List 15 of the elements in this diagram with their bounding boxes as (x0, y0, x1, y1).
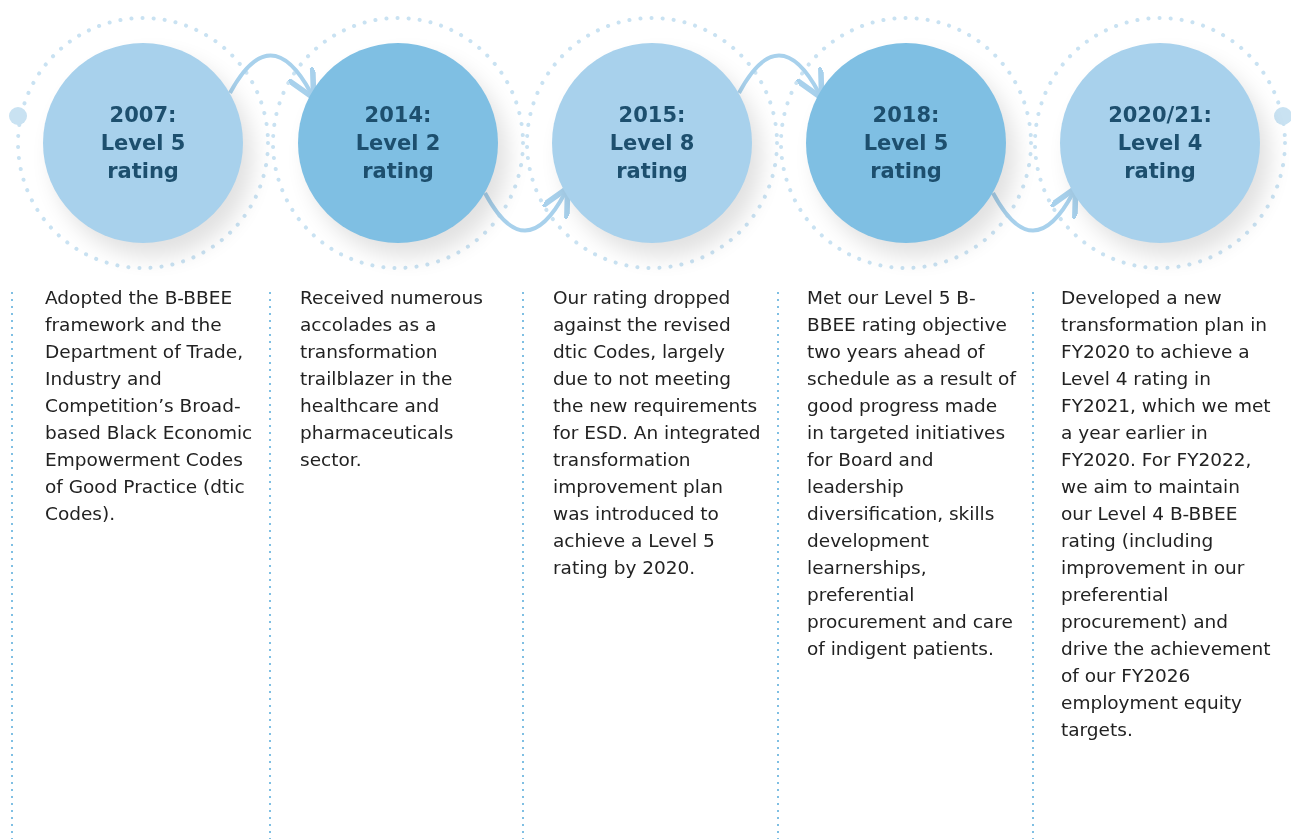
rating-label: Level 5 rating (99, 130, 187, 185)
year-label: 2018: (872, 102, 940, 129)
year-label: 2015: (618, 102, 686, 129)
description-text: Met our Level 5 B-BBEE rating objective two years ahead of schedule as a result of good progress made in targeted initiatives for Board and leadership diversification, skills development learnerships, preferential procurement and care of indigent patients. (807, 286, 1017, 661)
rating-label: Level 4 rating (1116, 130, 1204, 185)
description-text: Our rating dropped against the revised dtic Codes, largely due to not meeting the new requirements for ESD. An integrated transformation improvement plan was introduced to achieve a Level 5 rating by 2020. (553, 286, 762, 580)
year-label: 2007: (109, 102, 177, 129)
description-text: Developed a new transformation plan in FY2020 to achieve a Level 4 rating in FY2021, which we met a year earlier in FY2020. For FY2022, we aim to maintain our Level 4 B-BBEE rating (including improvement in our preferential procurement) and drive the achievement of our FY2026 employment equity targets. (1061, 286, 1271, 742)
rating-label: Level 8 rating (608, 130, 696, 185)
year-label: 2014: (364, 102, 432, 129)
rating-label: Level 5 rating (862, 130, 950, 185)
description-text: Received numerous accolades as a transformation trailblazer in the healthcare and pharmaceuticals sector. (300, 286, 484, 472)
rating-label: Level 2 rating (354, 130, 442, 185)
year-label: 2020/21: (1108, 102, 1212, 129)
description-text: Adopted the B-BBEE framework and the Department of Trade, Industry and Competition’s Broad-based Black Economic Empowerment Codes of Good Practice (dtic Codes). (45, 286, 254, 526)
